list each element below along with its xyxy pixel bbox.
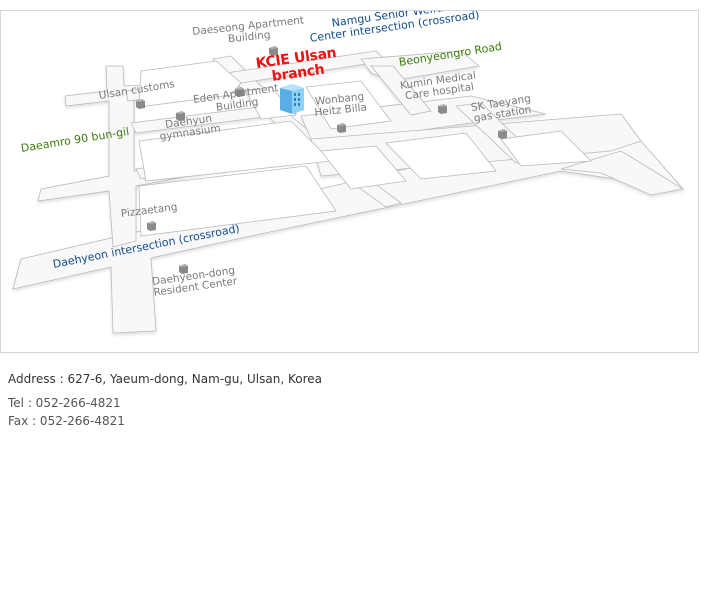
landmark-cube-eden: [235, 87, 244, 97]
road-east-vertical-1: [370, 65, 432, 116]
block: [385, 132, 497, 180]
landmark-cube-wonbang: [337, 123, 346, 133]
address-text: Address : 627-6, Yaeum-dong, Nam-gu, Uls…: [8, 372, 322, 386]
landmark-cube-pizzaetang: [147, 221, 156, 231]
road-east-stub: [560, 150, 685, 196]
block: [320, 145, 407, 190]
block: [138, 165, 337, 237]
tel-text: Tel : 052-266-4821: [8, 396, 121, 410]
road-east-grid-2: [310, 113, 642, 177]
fax-text: Fax : 052-266-4821: [8, 414, 125, 428]
landmark-cube-kumin: [438, 104, 447, 114]
landmark-cube-daeseong: [269, 46, 278, 56]
branch-building-icon: [280, 84, 304, 114]
landmark-cube-daehyun-gym: [176, 111, 185, 121]
block: [500, 130, 592, 167]
location-map: KCIE Ulsan branch Daeseong Apartment Bui…: [0, 10, 699, 353]
block: [305, 80, 392, 130]
road-network: [12, 50, 685, 334]
landmark-cube-resident-center: [179, 264, 188, 274]
landmark-cube-ulsan-customs: [136, 99, 145, 109]
landmark-cube-sk-taeyang: [498, 129, 507, 139]
road-mid-horizontal: [130, 102, 297, 134]
